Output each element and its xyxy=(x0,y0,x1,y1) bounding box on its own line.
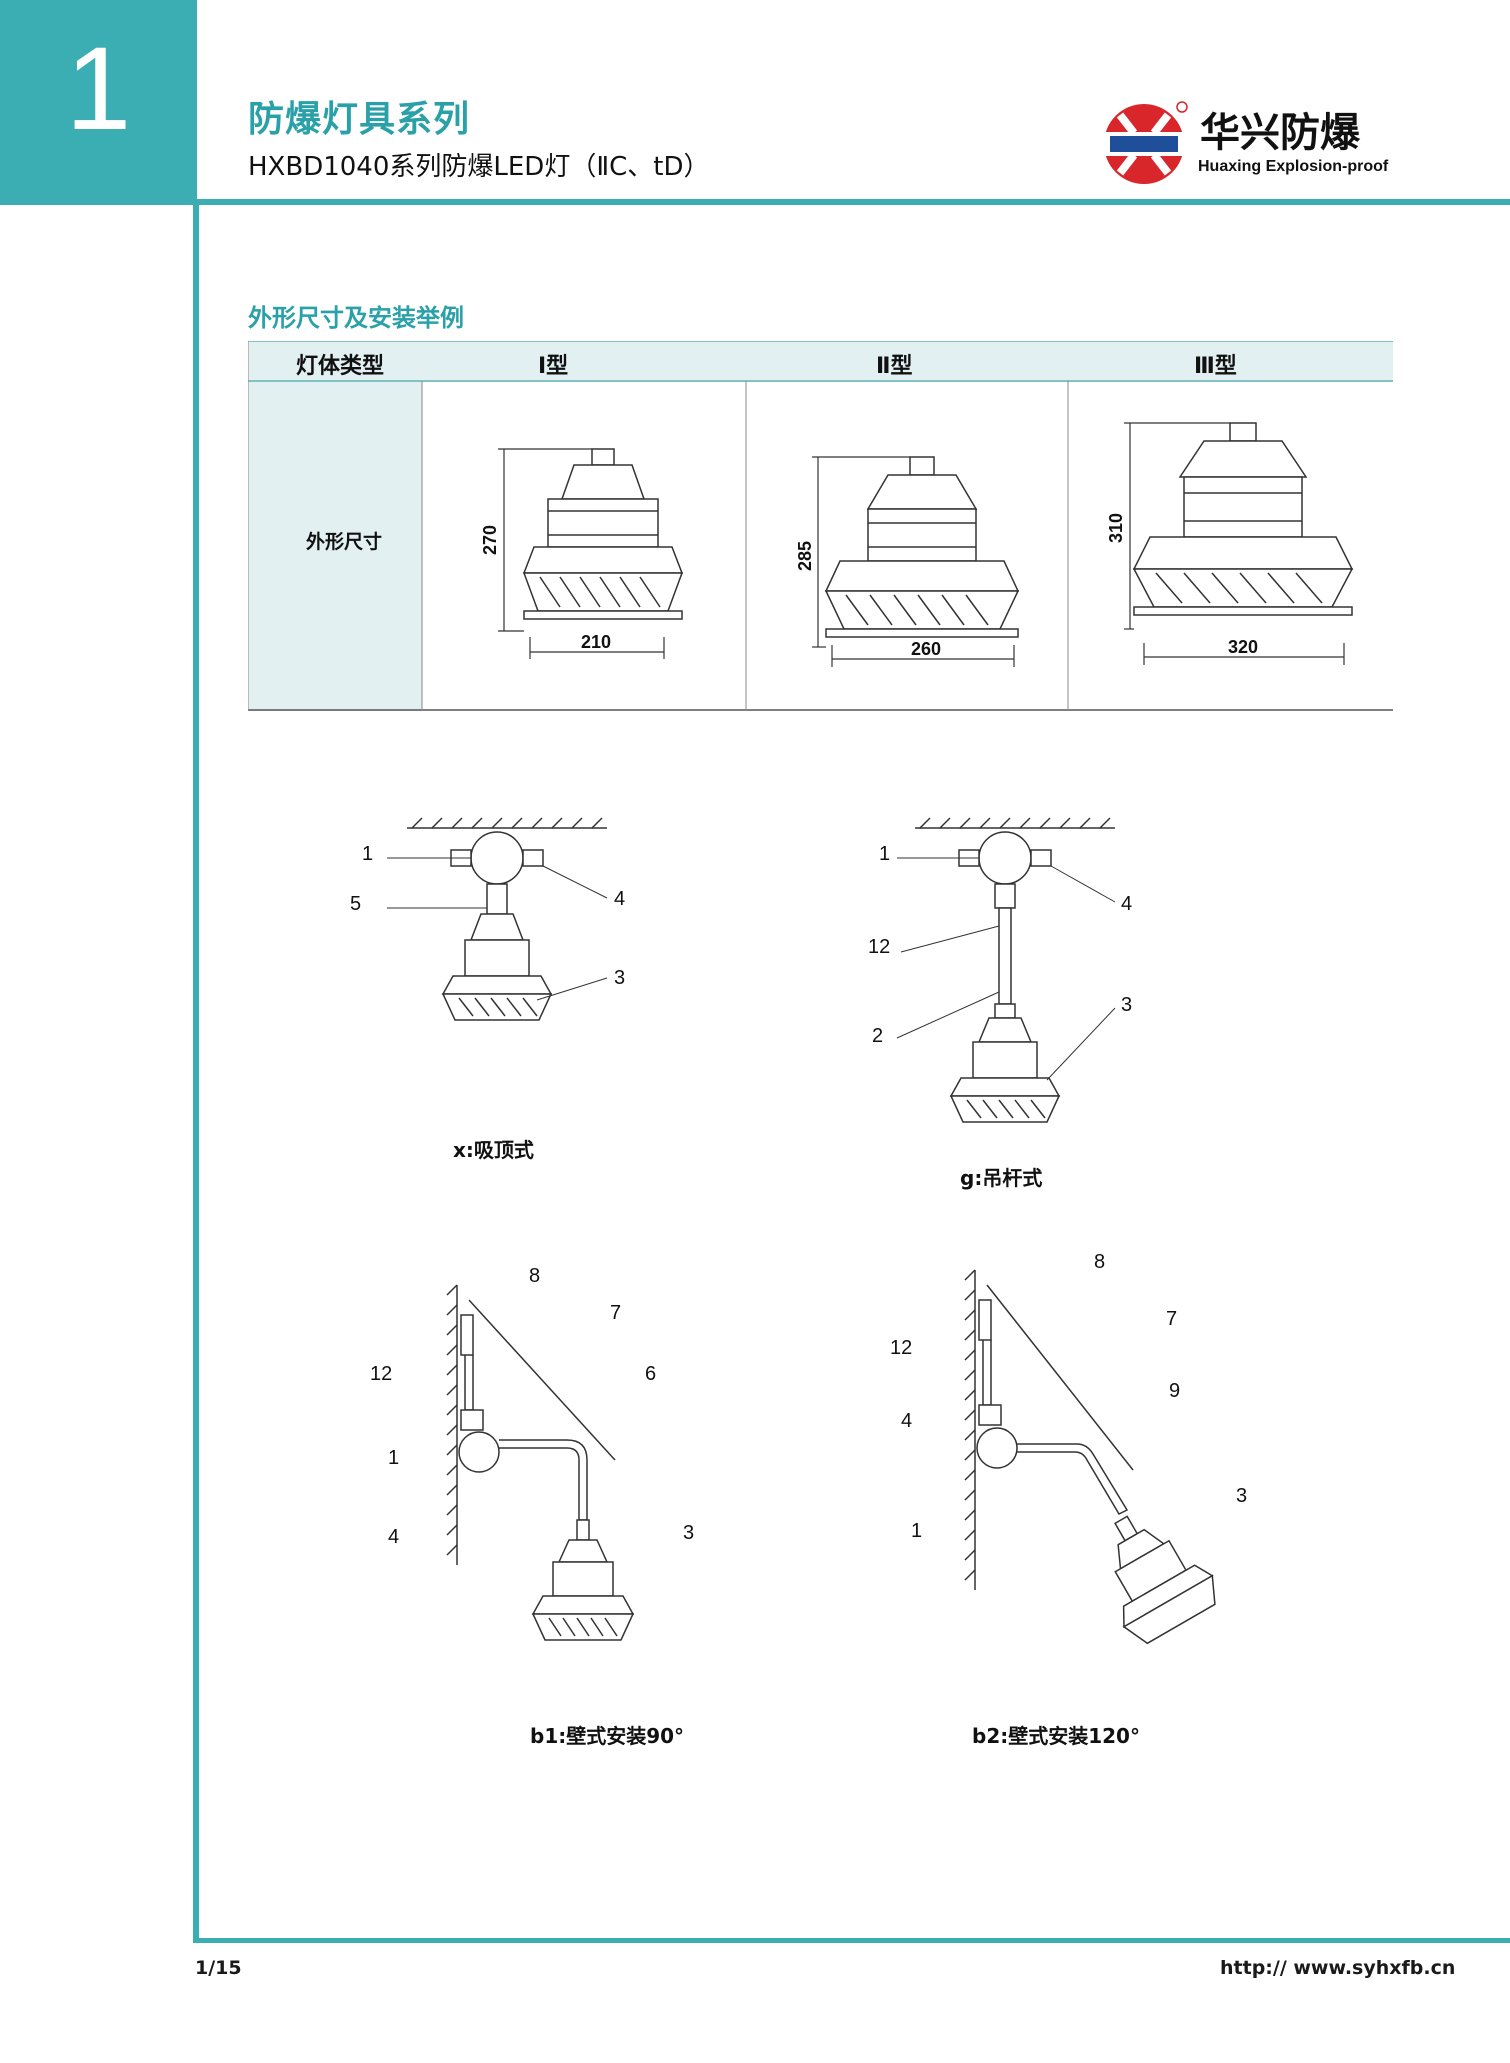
table-header-type-2: Ⅱ型 xyxy=(876,354,913,379)
lamp-type-3-dims xyxy=(1124,422,1345,665)
lamp-type-2-width: 260 xyxy=(911,639,941,659)
pendant-label-4: 4 xyxy=(1121,893,1133,915)
lamp-type-2-drawing xyxy=(824,456,1020,638)
wall120-label-12: 12 xyxy=(890,1337,913,1359)
wall90-caption: b1:壁式安装90° xyxy=(530,1724,685,1748)
wall120-label-7: 7 xyxy=(1166,1308,1178,1330)
left-margin-rule xyxy=(193,205,199,1943)
ceiling-label-5: 5 xyxy=(350,893,362,915)
page-number: 1/15 xyxy=(195,1957,242,1979)
wall120-label-1: 1 xyxy=(911,1520,923,1542)
install-wall-120-drawing xyxy=(964,1269,1216,1645)
wall120-label-3: 3 xyxy=(1236,1485,1248,1507)
chapter-number: 1 xyxy=(65,23,132,155)
install-ceiling-mount-drawing xyxy=(407,817,607,1021)
install-wall-90-drawing xyxy=(446,1284,635,1641)
product-title: HXBD1040系列防爆LED灯（ⅡC、tD） xyxy=(248,152,710,182)
company-logo: 华兴防爆 Huaxing Explosion-proof xyxy=(1104,101,1389,184)
wall90-label-6: 6 xyxy=(645,1363,657,1385)
wall120-label-8: 8 xyxy=(1094,1251,1106,1273)
lamp-type-1-dims xyxy=(498,448,665,659)
pendant-label-1: 1 xyxy=(879,843,891,865)
section-title: 外形尺寸及安装举例 xyxy=(248,304,464,332)
table-header-type-3: Ⅲ型 xyxy=(1194,354,1237,379)
lamp-type-2-height: 285 xyxy=(795,541,815,571)
header-rule xyxy=(197,199,1510,205)
wall90-label-3: 3 xyxy=(683,1522,695,1544)
ceiling-label-1: 1 xyxy=(362,843,374,865)
wall90-label-8: 8 xyxy=(529,1265,541,1287)
lamp-type-2-dims xyxy=(812,456,1015,667)
series-title: 防爆灯具系列 xyxy=(248,99,471,140)
installation-drawings xyxy=(387,817,1216,1645)
pendant-label-2: 2 xyxy=(872,1025,884,1047)
table-row-label: 外形尺寸 xyxy=(306,531,383,553)
ceiling-label-4: 4 xyxy=(614,888,626,910)
ceiling-label-3: 3 xyxy=(614,967,626,989)
chapter-tab xyxy=(0,0,197,205)
lamp-type-1-drawing xyxy=(522,448,684,620)
dimension-table: 270 210 285 260 xyxy=(248,341,1393,711)
pendant-label-3: 3 xyxy=(1121,994,1133,1016)
lamp-type-1-height: 270 xyxy=(480,525,500,555)
pendant-caption: g:吊杆式 xyxy=(960,1166,1043,1190)
lamp-type-3-drawing xyxy=(1132,422,1354,616)
wall90-label-1: 1 xyxy=(388,1447,400,1469)
logo-en-text: Huaxing Explosion-proof xyxy=(1198,158,1389,175)
table-header-type: 灯体类型 xyxy=(296,354,385,379)
ceiling-caption: x:吸顶式 xyxy=(453,1138,534,1162)
lamp-type-3-width: 320 xyxy=(1228,637,1258,657)
wall90-label-12: 12 xyxy=(370,1363,393,1385)
wall120-label-4: 4 xyxy=(901,1410,913,1432)
table-header-type-1: Ⅰ型 xyxy=(538,354,569,379)
wall120-label-9: 9 xyxy=(1169,1380,1181,1402)
wall120-caption: b2:壁式安装120° xyxy=(972,1724,1140,1748)
pendant-label-12: 12 xyxy=(868,936,891,958)
lamp-type-3-height: 310 xyxy=(1106,513,1126,543)
wall90-label-7: 7 xyxy=(610,1302,622,1324)
logo-cn-text: 华兴防爆 xyxy=(1200,111,1361,155)
wall90-label-4: 4 xyxy=(388,1526,400,1548)
install-pendant-rod-drawing xyxy=(915,817,1115,1123)
footer-rule xyxy=(193,1938,1510,1943)
website-url[interactable]: http:// www.syhxfb.cn xyxy=(1220,1957,1456,1979)
lamp-type-1-width: 210 xyxy=(581,632,611,652)
